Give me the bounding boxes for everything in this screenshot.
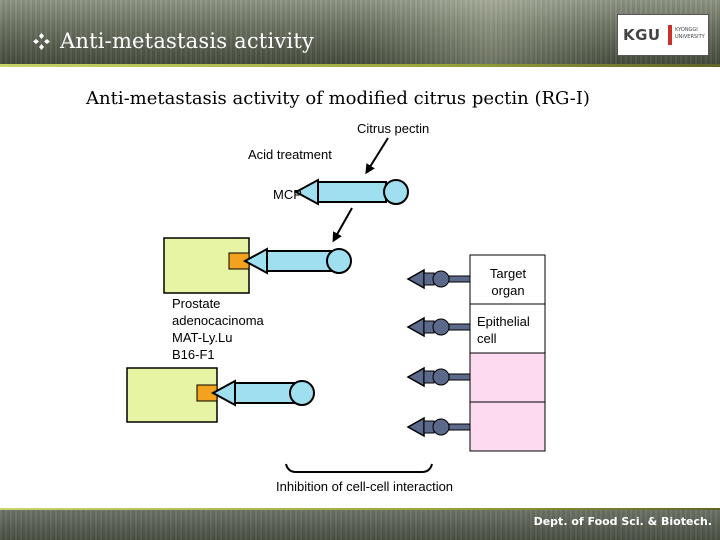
department-name: Dept. of Food Sci. & Biotech. bbox=[533, 515, 712, 528]
tumor-label-line: adenocacinoma bbox=[172, 313, 264, 328]
header-bar bbox=[0, 0, 720, 65]
target-organ-label: Target organ bbox=[489, 266, 527, 298]
university-logo: KGU KYONGGI UNIVERSITY bbox=[617, 14, 709, 56]
logo-accent bbox=[668, 25, 672, 45]
acid-treatment-label: Acid treatment bbox=[248, 147, 332, 162]
organ-receptor bbox=[406, 366, 471, 388]
target-organ bbox=[469, 254, 546, 452]
mcp-label: MCP bbox=[273, 187, 302, 202]
arrow-to-bound-mcp bbox=[332, 207, 353, 243]
arrow-to-mcp bbox=[365, 137, 389, 175]
bound-mcp-molecule bbox=[210, 379, 315, 407]
logo-mark: KGU bbox=[623, 26, 661, 44]
mcp-molecule bbox=[293, 178, 409, 206]
tumor-label-line: B16-F1 bbox=[172, 347, 215, 362]
footer-bar bbox=[0, 508, 720, 540]
page-title: Anti-metastasis activity bbox=[60, 29, 315, 53]
logo-text: KYONGGI UNIVERSITY bbox=[675, 27, 705, 40]
diamond-bullet-icon bbox=[33, 33, 50, 50]
inhibition-label: Inhibition of cell-cell interaction bbox=[276, 479, 454, 494]
header-sheen bbox=[360, 0, 620, 65]
citrus-pectin-label: Citrus pectin bbox=[357, 121, 430, 136]
footer-divider bbox=[0, 508, 720, 510]
tumor-cell-line-label: Prostate adenocacinoma MAT-Ly.Lu B16-F1 bbox=[172, 295, 264, 363]
organ-receptor bbox=[406, 316, 471, 338]
header-divider bbox=[0, 64, 720, 67]
bound-mcp-molecule bbox=[242, 247, 352, 275]
inhibition-bracket bbox=[285, 463, 433, 473]
epithelial-cell-label: Epithelial cell bbox=[477, 314, 530, 346]
organ-receptor bbox=[406, 268, 471, 290]
slide-subtitle: Anti-metastasis activity of modified cit… bbox=[86, 88, 590, 109]
tumor-label-line: Prostate bbox=[172, 296, 221, 311]
organ-receptor bbox=[406, 416, 471, 438]
tumor-label-line: MAT-Ly.Lu bbox=[172, 330, 233, 345]
